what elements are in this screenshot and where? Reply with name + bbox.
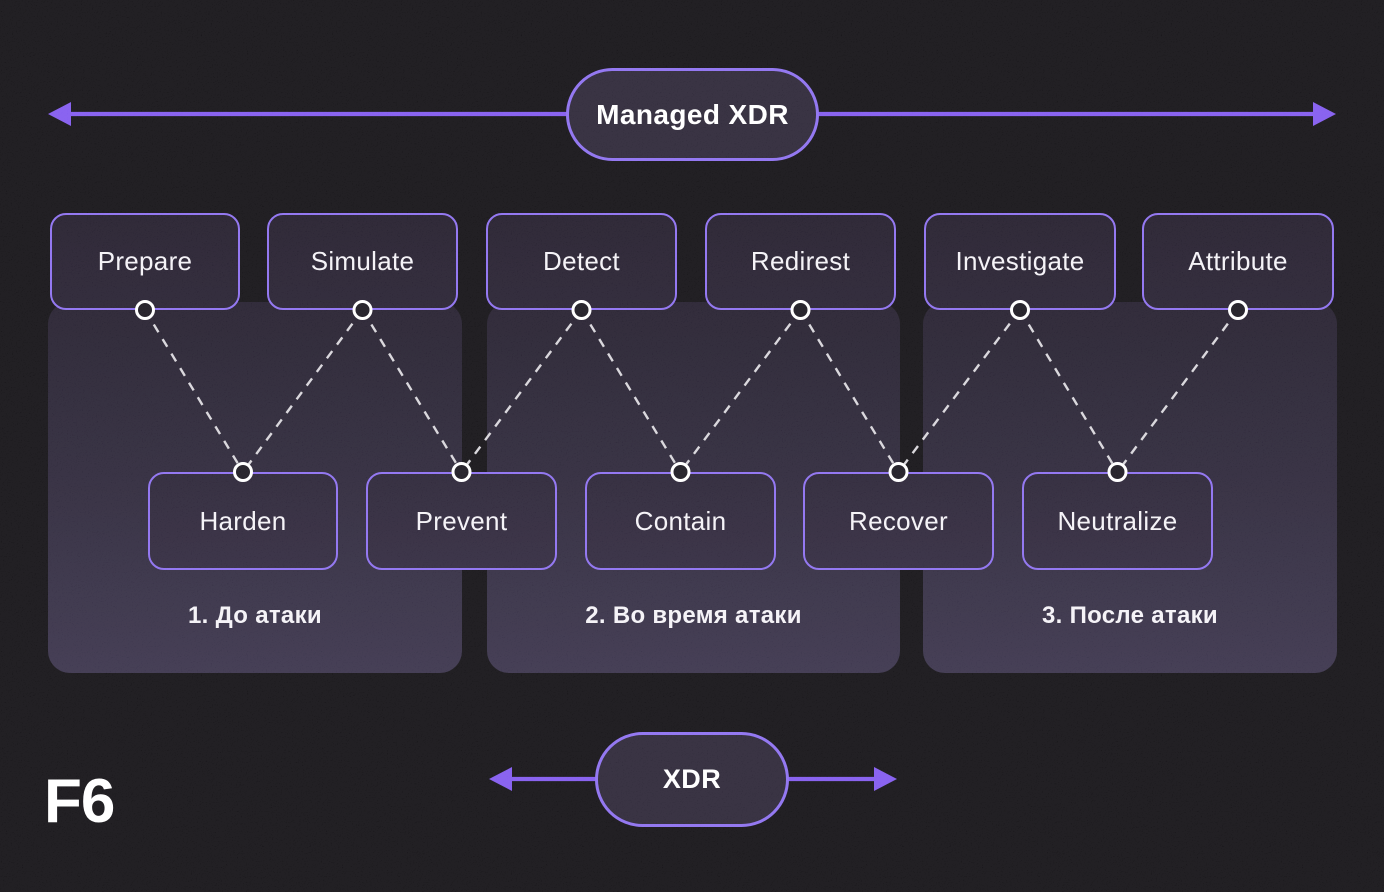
phase-label-1: 1. До атаки <box>188 602 322 629</box>
arrow-right-icon <box>874 767 897 791</box>
arrow-right-icon <box>1313 102 1336 126</box>
managed-xdr-pill: Managed XDR <box>566 68 819 161</box>
top-stage-box: Detect <box>486 213 677 310</box>
xdr-label: XDR <box>662 764 722 794</box>
top-stage-box: Attribute <box>1142 213 1334 310</box>
top-stage-box: Simulate <box>267 213 458 310</box>
arrow-left-icon <box>48 102 71 126</box>
bottom-stage-box: Recover <box>803 472 994 570</box>
xdr-pill: XDR <box>595 732 789 827</box>
bottom-stage-box: Neutralize <box>1022 472 1213 570</box>
phase-label-2: 2. Во время атаки <box>585 602 802 629</box>
bottom-stage-box: Prevent <box>366 472 557 570</box>
top-stage-box: Investigate <box>924 213 1116 310</box>
phase-label-3: 3. После атаки <box>1042 602 1218 629</box>
top-stage-box: Redirest <box>705 213 896 310</box>
bottom-stage-box: Harden <box>148 472 338 570</box>
top-stage-box: Prepare <box>50 213 240 310</box>
f6-logo: F6 <box>44 767 115 836</box>
managed-xdr-label: Managed XDR <box>596 98 789 130</box>
arrow-left-icon <box>489 767 512 791</box>
bottom-stage-box: Contain <box>585 472 776 570</box>
